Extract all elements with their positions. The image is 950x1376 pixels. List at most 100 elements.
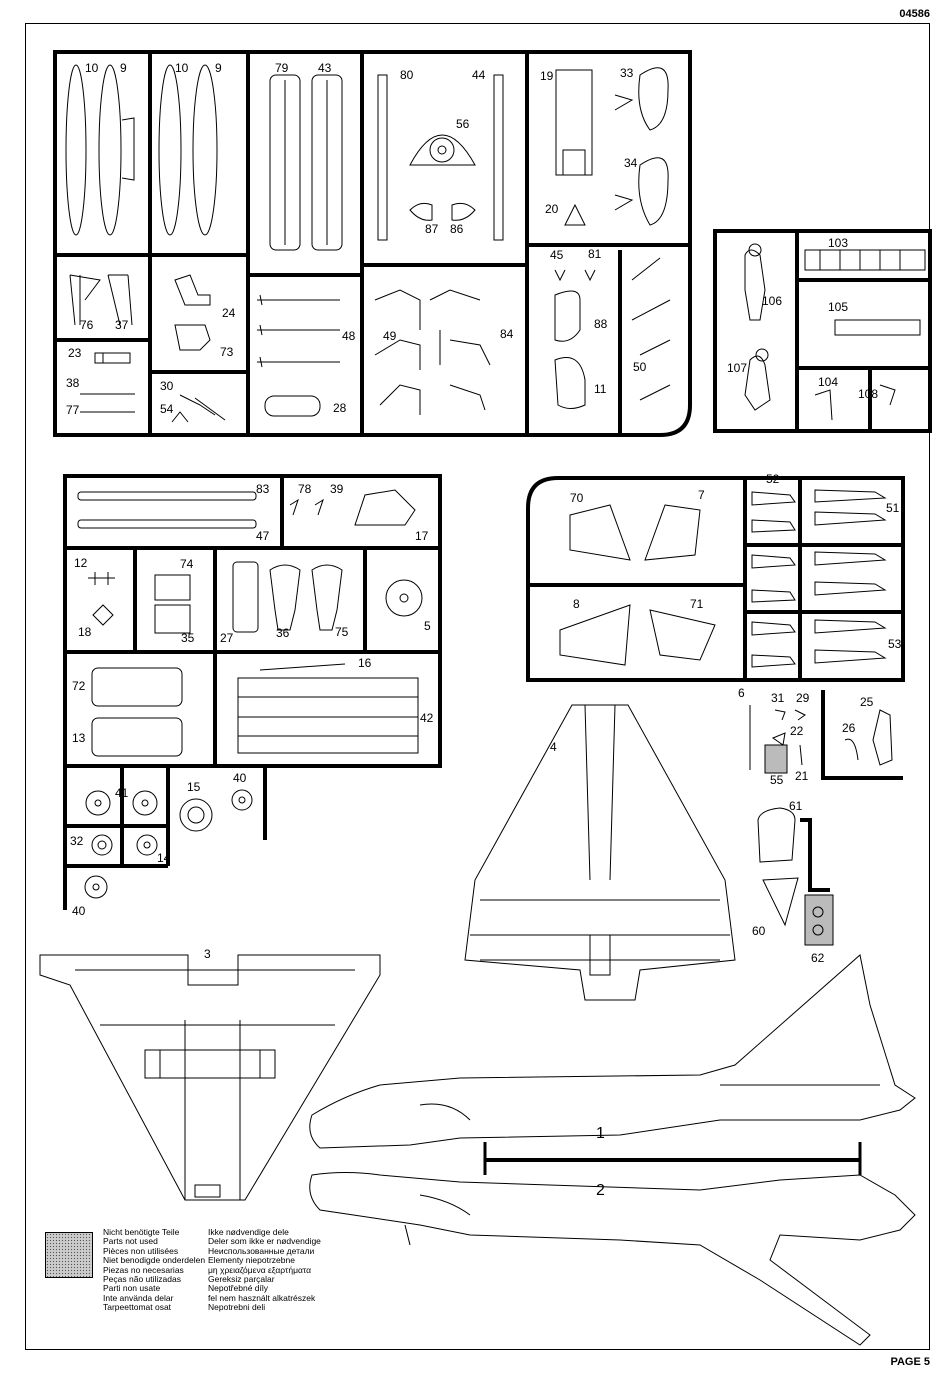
part-label: 86 — [450, 222, 464, 236]
part-label: 3 — [204, 947, 211, 961]
part-label: 40 — [233, 771, 247, 785]
part-label: 15 — [187, 780, 201, 794]
part-label: 54 — [160, 402, 174, 416]
part-label: 30 — [160, 379, 174, 393]
part-label: 42 — [420, 711, 434, 725]
parts-frame-a — [65, 64, 671, 423]
part-label: 53 — [888, 637, 902, 651]
part-label: 41 — [115, 786, 129, 800]
part-label: 33 — [620, 66, 634, 80]
part-label: 28 — [333, 401, 347, 415]
part-label: 79 — [275, 61, 289, 75]
part-label: 27 — [220, 631, 234, 645]
part-label: 80 — [400, 68, 414, 82]
sprue-frame-figures — [713, 229, 932, 433]
part-label: 32 — [70, 834, 84, 848]
part-label: 9 — [215, 61, 222, 75]
part-label: 105 — [828, 300, 848, 314]
part-label: 11 — [594, 382, 607, 396]
sprue-frame-c — [526, 476, 905, 682]
part-label: 48 — [342, 329, 356, 343]
part-label: 6 — [738, 686, 745, 700]
part-label: 43 — [318, 61, 332, 75]
fuselage-part-1 — [309, 954, 916, 1149]
part-label: 14 — [157, 851, 171, 865]
part-label: 88 — [594, 317, 608, 331]
part-label: 4 — [550, 740, 557, 754]
sprue-frame-a — [53, 50, 692, 437]
parts-small-right — [749, 690, 903, 946]
part-label: 13 — [72, 731, 86, 745]
part-label: 5 — [424, 619, 431, 633]
sheet-code: 04586 — [899, 8, 930, 20]
part-label: 1 — [596, 1125, 605, 1142]
part-label: 52 — [766, 472, 780, 486]
part-label: 23 — [68, 346, 82, 360]
part-label: 107 — [727, 361, 747, 375]
part-label: 36 — [276, 626, 290, 640]
part-label: 74 — [180, 557, 194, 571]
part-label: 78 — [298, 482, 312, 496]
part-label: 106 — [762, 294, 782, 308]
page-number: PAGE 5 — [890, 1356, 930, 1368]
part-label: 45 — [550, 248, 564, 262]
part-label: 49 — [383, 329, 397, 343]
fuselage-part-2 — [309, 1172, 916, 1346]
wing-part-3 — [39, 954, 381, 1201]
part-label: 83 — [256, 482, 270, 496]
part-label: 108 — [858, 387, 878, 401]
part-label: 7 — [698, 488, 705, 502]
part-labels: 10 9 10 9 79 43 80 44 19 33 56 34 20 87 … — [66, 61, 902, 1199]
part-label: 8 — [573, 597, 580, 611]
part-label: 47 — [256, 529, 270, 543]
part-label: 76 — [80, 318, 94, 332]
part-label: 44 — [472, 68, 486, 82]
part-label: 87 — [425, 222, 439, 236]
legend-col-left: Nicht benötigte Teile Parts not used Piè… — [103, 1227, 206, 1313]
part-label: 61 — [789, 799, 803, 813]
part-label: 25 — [860, 695, 874, 709]
part-label: 72 — [72, 679, 86, 693]
part-label: 16 — [358, 656, 372, 670]
part-label: 70 — [570, 491, 584, 505]
part-label: 38 — [66, 376, 80, 390]
fuselage-part-4 — [464, 704, 736, 1001]
part-label: 26 — [842, 721, 856, 735]
not-used-swatch — [45, 1232, 93, 1278]
part-label: 56 — [456, 117, 470, 131]
part-label: 62 — [811, 951, 825, 965]
part-label: 2 — [596, 1182, 605, 1199]
sprue-sheet — [25, 23, 930, 1350]
part-label: 40 — [72, 904, 86, 918]
part-label: 29 — [796, 691, 810, 705]
part-label: 84 — [500, 327, 514, 341]
part-label: 20 — [545, 202, 559, 216]
part-label: 31 — [771, 691, 785, 705]
part-label: 77 — [66, 403, 80, 417]
part-label: 50 — [633, 360, 647, 374]
part-label: 60 — [752, 924, 766, 938]
legend-col-right: Ikke nødvendige dele Deler som ikke er n… — [208, 1227, 321, 1313]
part-label: 104 — [818, 375, 838, 389]
part-label: 39 — [330, 482, 344, 496]
parts-frame-b — [77, 489, 423, 899]
part-label: 24 — [222, 306, 236, 320]
part-label: 34 — [624, 156, 638, 170]
part-label: 19 — [540, 69, 554, 83]
part-label: 10 — [85, 61, 99, 75]
part-label: 75 — [335, 625, 349, 639]
part-label: 71 — [690, 597, 704, 611]
part-label: 18 — [78, 625, 92, 639]
part-label: 81 — [588, 247, 602, 261]
part-label: 10 — [175, 61, 189, 75]
parts-frame-c — [559, 489, 887, 668]
part-label: 51 — [886, 501, 900, 515]
part-label: 17 — [415, 529, 429, 543]
parts-figures — [744, 243, 926, 421]
part-label: 21 — [795, 769, 809, 783]
part-label: 12 — [74, 556, 88, 570]
part-label: 55 — [770, 773, 784, 787]
part-label: 35 — [181, 631, 195, 645]
part-label: 22 — [790, 724, 804, 738]
